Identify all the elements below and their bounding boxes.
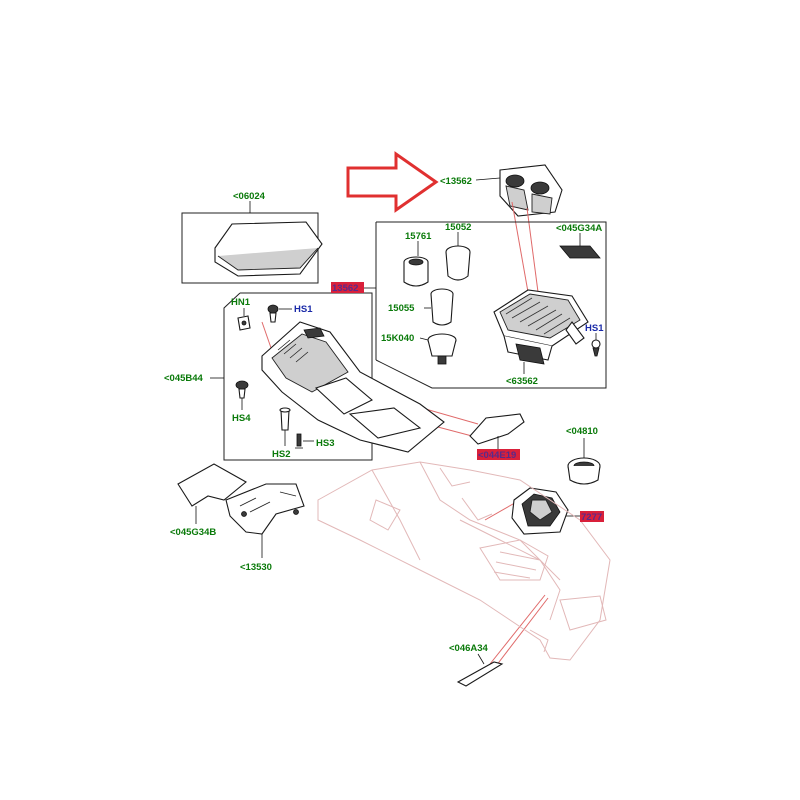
callout-arrow xyxy=(346,151,439,213)
screw-HS1-left xyxy=(267,304,279,323)
label-13562-top[interactable]: <13562 xyxy=(440,176,472,187)
console-bezel xyxy=(261,321,445,453)
label-045G34A[interactable]: <045G34A xyxy=(556,223,602,234)
guide-line xyxy=(495,597,549,667)
guide-line xyxy=(489,594,546,665)
guide-line xyxy=(526,207,539,293)
label-044E19[interactable]: <044E19 xyxy=(478,450,516,461)
cupholder-top-part xyxy=(499,164,563,217)
label-04810[interactable]: <04810 xyxy=(566,426,598,437)
cupholder-tray-63562 xyxy=(493,289,589,365)
label-046A34[interactable]: <046A34 xyxy=(449,643,489,654)
label-63562[interactable]: <63562 xyxy=(506,376,538,387)
ring-04810 xyxy=(567,457,601,485)
label-06024[interactable]: <06024 xyxy=(233,191,266,202)
label-HS2[interactable]: HS2 xyxy=(272,449,290,460)
pin-HS2 xyxy=(279,407,291,431)
highlight-13562 xyxy=(331,282,364,293)
clip-HN1 xyxy=(237,315,251,331)
console-ghost-outline xyxy=(317,461,611,661)
strip-046A34 xyxy=(456,661,504,687)
label-045G34B[interactable]: <045G34B xyxy=(170,527,216,538)
bracket-13530 xyxy=(225,483,305,535)
clip-HS3 xyxy=(295,433,303,449)
label-HN1[interactable]: HN1 xyxy=(231,297,251,308)
highlight-044E19 xyxy=(477,449,520,460)
label-13562-mid[interactable]: 13562 xyxy=(332,283,358,294)
armrest-lid xyxy=(214,221,323,277)
label-HS4[interactable]: HS4 xyxy=(232,413,251,424)
trim-044E19 xyxy=(469,413,525,445)
label-HS3[interactable]: HS3 xyxy=(316,438,334,449)
label-7277[interactable]: 7277 xyxy=(581,512,602,523)
label-HS1-right[interactable]: HS1 xyxy=(585,323,604,334)
mat-045G34B xyxy=(177,463,247,507)
cupholder-group-frame xyxy=(375,221,607,389)
label-045B44[interactable]: <045B44 xyxy=(164,373,204,384)
sleeve-15055 xyxy=(430,288,454,326)
screw-HS1-right xyxy=(591,339,601,357)
insert-15761 xyxy=(403,256,429,287)
label-15055[interactable]: 15055 xyxy=(388,303,415,314)
insert-15052 xyxy=(445,245,471,281)
mat-045G34A xyxy=(559,245,601,259)
label-15K040[interactable]: 15K040 xyxy=(381,333,414,344)
screw-HS4 xyxy=(235,380,249,399)
label-HS1-left[interactable]: HS1 xyxy=(294,304,313,315)
shifter-boot-7277 xyxy=(511,487,569,535)
label-13530[interactable]: <13530 xyxy=(240,562,272,573)
label-15761[interactable]: 15761 xyxy=(405,231,432,242)
socket-15K040 xyxy=(427,333,457,365)
label-15052[interactable]: 15052 xyxy=(445,222,471,233)
highlight-7277 xyxy=(580,511,604,522)
console-frame xyxy=(223,292,373,461)
guide-line xyxy=(511,201,529,293)
